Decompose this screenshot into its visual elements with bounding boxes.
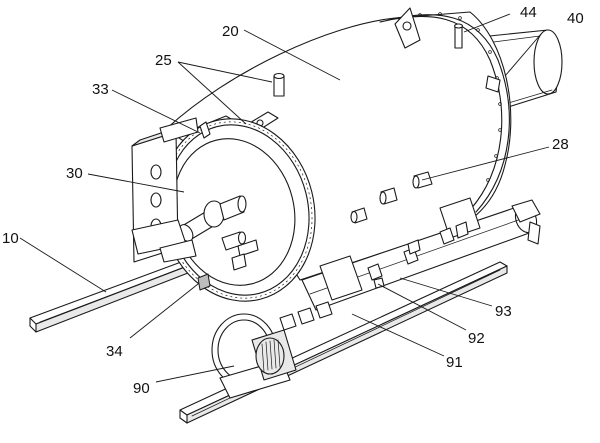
label-30: 30 xyxy=(66,165,83,182)
label-28: 28 xyxy=(552,136,569,153)
label-33: 33 xyxy=(92,81,109,98)
leader-lines xyxy=(19,13,550,383)
label-34: 34 xyxy=(106,343,123,360)
label-40: 40 xyxy=(567,10,584,27)
label-20: 20 xyxy=(222,23,239,40)
side-stand xyxy=(131,117,211,291)
rail-left xyxy=(29,254,207,333)
manifold-assembly xyxy=(279,197,541,331)
reference-labels: 10 20 25 28 30 33 34 40 44 90 91 92 93 xyxy=(2,4,584,397)
label-44: 44 xyxy=(520,4,537,21)
main-cylinder xyxy=(164,7,512,281)
pump xyxy=(211,313,297,399)
label-92: 92 xyxy=(468,330,485,347)
end-flange xyxy=(160,118,316,302)
label-91: 91 xyxy=(446,354,463,371)
label-90: 90 xyxy=(133,380,150,397)
label-93: 93 xyxy=(495,303,512,320)
label-10: 10 xyxy=(2,230,19,247)
label-25: 25 xyxy=(155,52,172,69)
